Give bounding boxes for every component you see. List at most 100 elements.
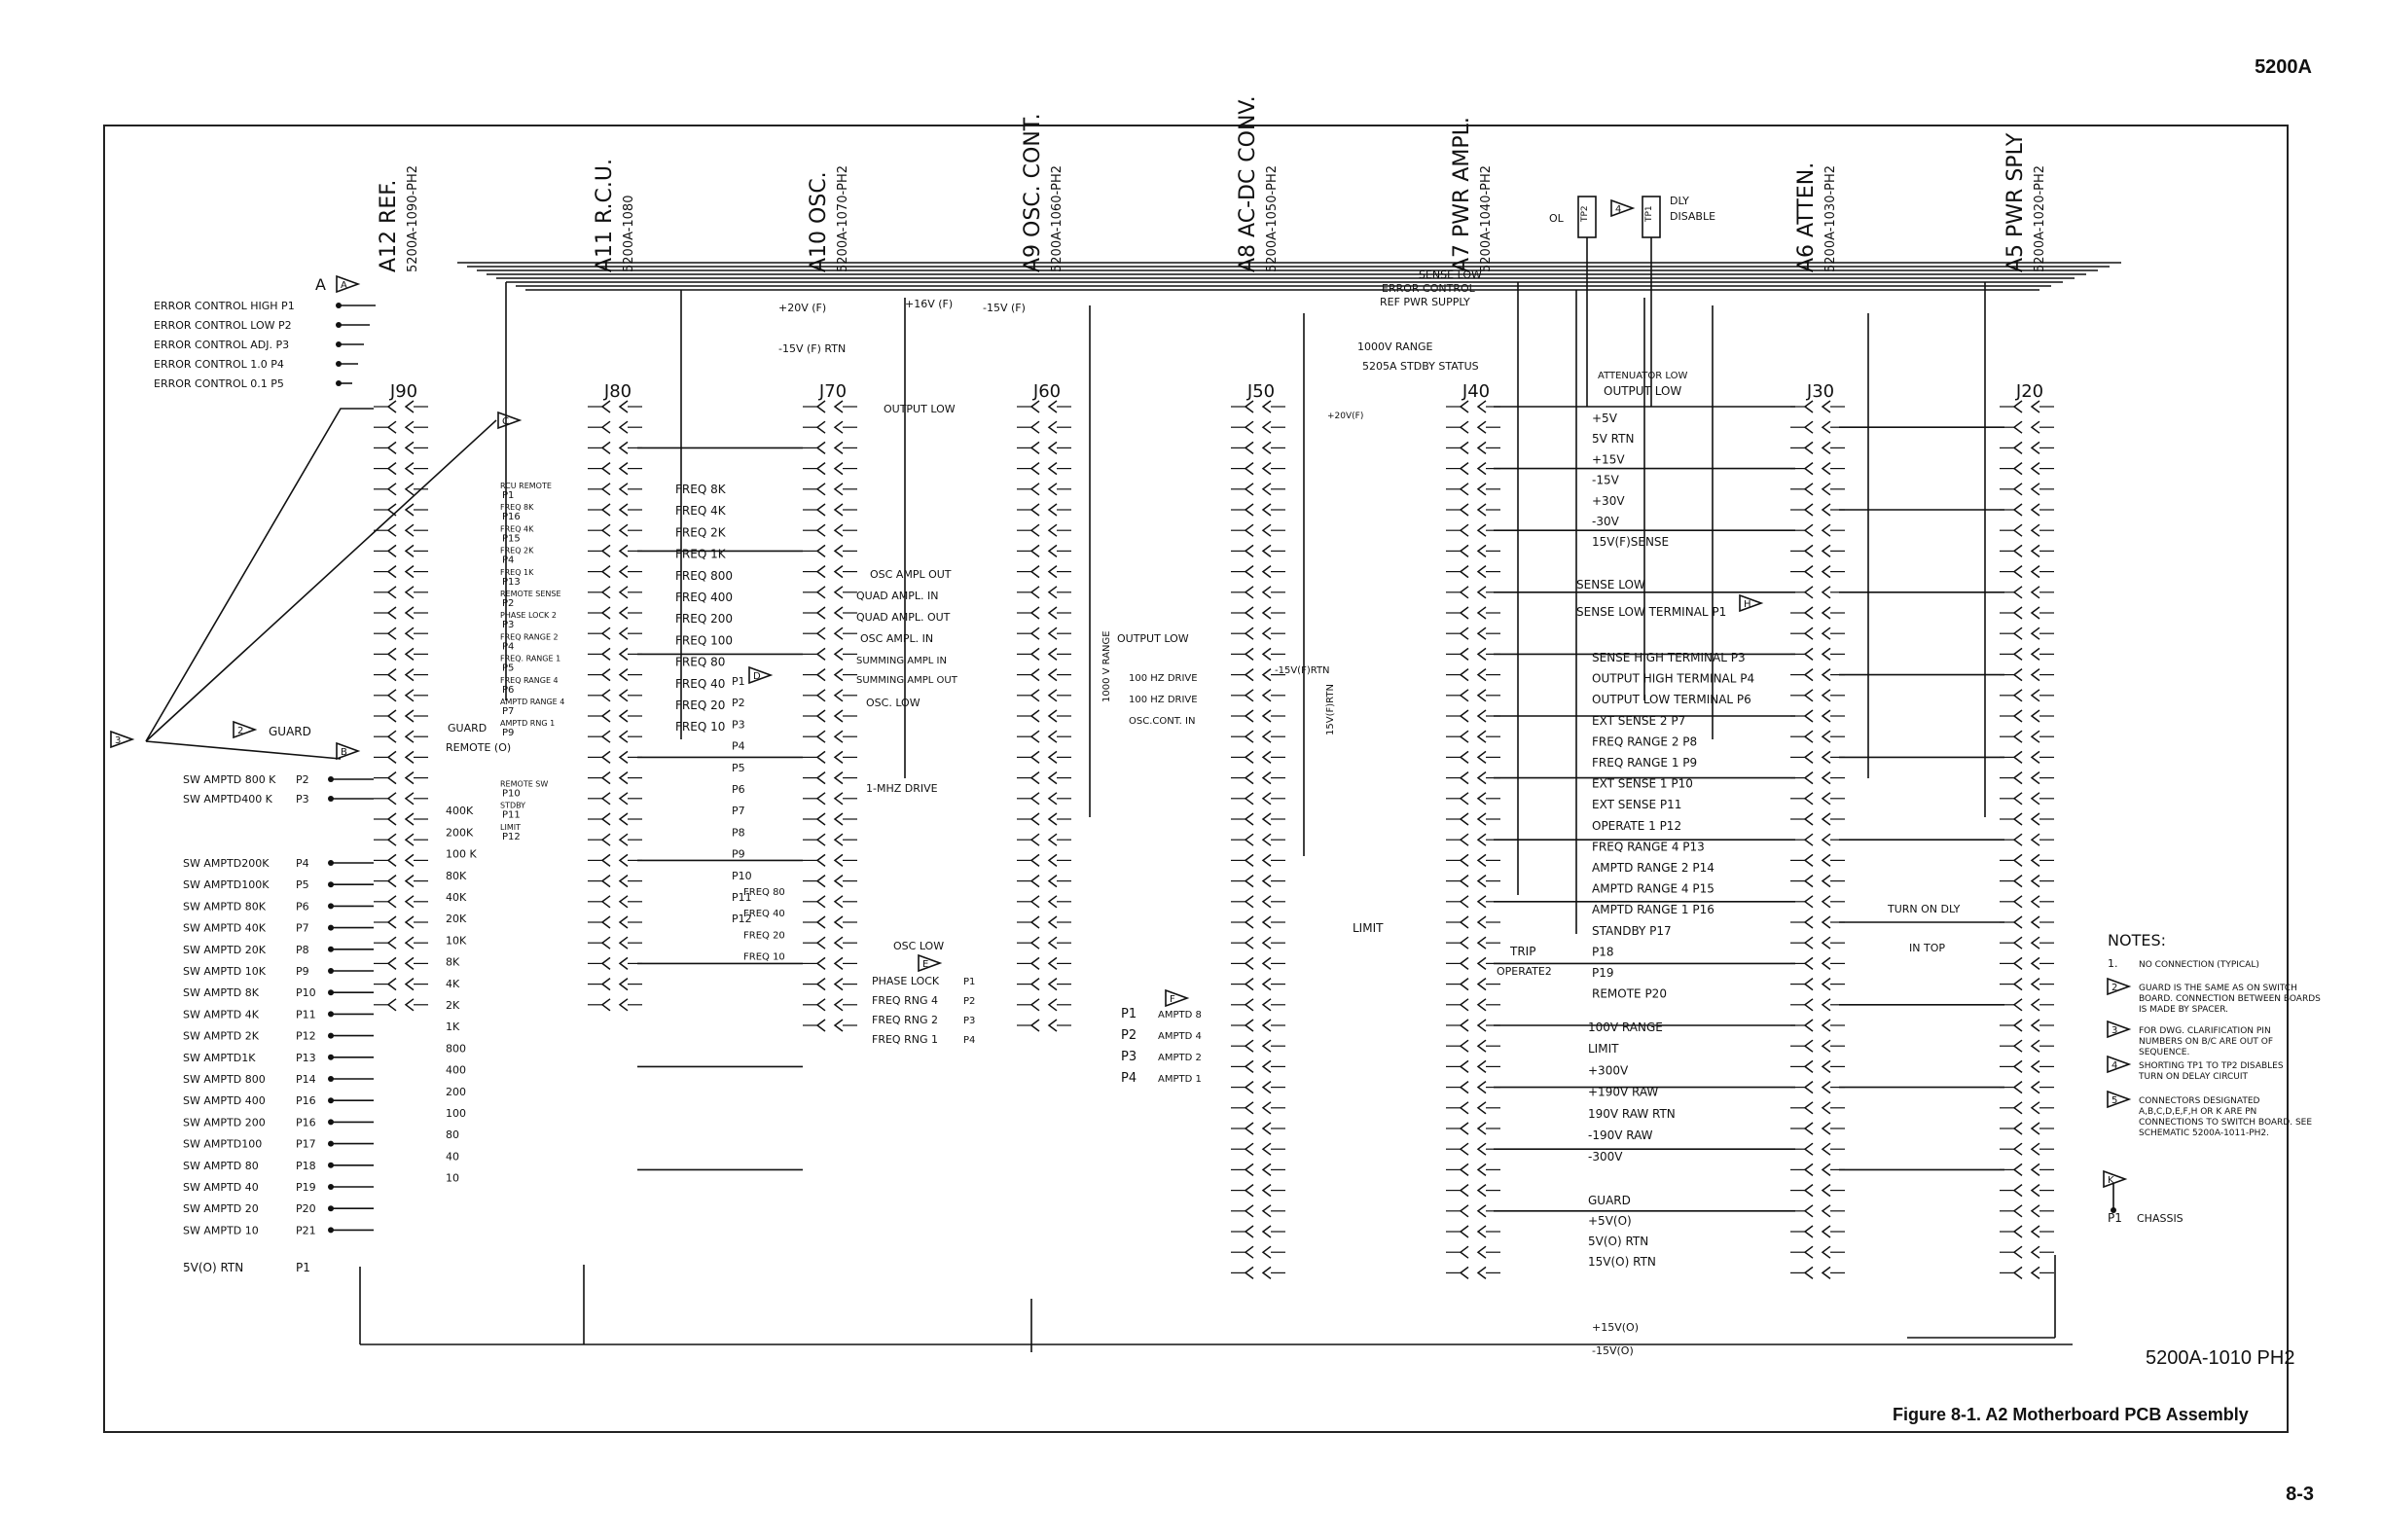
- assembly-part-number: 5200A-1020-PH2: [2033, 165, 2047, 272]
- sw-amptd-pin: P19: [296, 1181, 316, 1194]
- junction-dot: [328, 946, 334, 952]
- j30-signal-label: AMPTD RANGE 2 P14: [1592, 861, 1714, 875]
- connector-pin: [588, 606, 642, 620]
- connector-pin: [374, 998, 428, 1012]
- connector-pin: [588, 709, 642, 723]
- svg-text:3: 3: [115, 735, 121, 746]
- j30-signal-label: +190V RAW: [1588, 1086, 1658, 1099]
- assembly-part-number: 5200A-1050-PH2: [1265, 165, 1280, 272]
- connector-pin: [1446, 709, 1500, 723]
- note-text: GUARD IS THE SAME AS ON SWITCH: [2139, 984, 2297, 993]
- bus-output-low: OUTPUT LOW: [884, 403, 956, 415]
- j70-pin: P11: [732, 891, 752, 904]
- connector-pin: [1790, 689, 1845, 702]
- j80-freq-label: FREQ 1K: [675, 548, 727, 561]
- j50-pin: P1: [1121, 1007, 1137, 1021]
- j50-pin: P3: [1121, 1050, 1137, 1064]
- note-flag-2: 2: [2107, 977, 2132, 996]
- j80-freq-label: FREQ 10: [675, 720, 725, 734]
- connector-pin: [803, 977, 857, 991]
- assembly-title: A11 R.C.U.: [593, 159, 617, 272]
- page-number: 8-3: [2286, 1484, 2314, 1505]
- connector-j30: J30: [1790, 381, 1845, 1280]
- connector-pin: [588, 956, 642, 971]
- note-number: 1.: [2108, 957, 2118, 970]
- connector-pin: [588, 400, 642, 413]
- j90-right-label: 200K: [446, 826, 474, 839]
- bus-guard-j90: GUARD: [448, 722, 487, 734]
- connector-j70: J70: [803, 381, 857, 1032]
- sw-amptd-signal: SW AMPTD 8K: [183, 986, 260, 999]
- connector-pin: [1790, 544, 1845, 558]
- bus-plus20v-f: +20V(F): [1327, 412, 1363, 421]
- connector-pin: [803, 915, 857, 929]
- connector-pin: [374, 770, 428, 785]
- assembly-part-number: 5200A-1040-PH2: [1479, 165, 1494, 272]
- junction-dot: [328, 903, 334, 910]
- bus-minus15v-o: -15V(O): [1592, 1344, 1634, 1357]
- connector-pin: [803, 874, 857, 888]
- connector-pin: [1790, 792, 1845, 806]
- sw-amptd-signal: SW AMPTD200K: [183, 857, 270, 870]
- j30-signal-label: 100V RANGE: [1588, 1021, 1663, 1034]
- connector-pin: [1790, 400, 1845, 413]
- connector-pin: [803, 606, 857, 620]
- j80-freq-label: FREQ 100: [675, 633, 733, 647]
- junction-dot: [336, 361, 342, 367]
- j80-signal: RCU REMOTE: [500, 482, 552, 490]
- assembly-title: A9 OSC. CONT.: [1021, 113, 1045, 272]
- connector-pin: [1446, 853, 1500, 868]
- connector-pin: [1231, 1266, 1285, 1280]
- connector-pin: [1446, 1080, 1500, 1094]
- connector-pin: [1017, 915, 1071, 929]
- j30-signal-label: SENSE LOW: [1576, 578, 1645, 591]
- connector-pin: [1790, 1122, 1845, 1135]
- connector-pin: [1790, 936, 1845, 949]
- ol-label: OL: [1549, 212, 1565, 225]
- j80-pin: P4: [502, 555, 514, 566]
- j30-signal-label: P18: [1592, 945, 1614, 958]
- rtn-label: 5V(O) RTN: [183, 1261, 243, 1274]
- assembly-part-number: 5200A-1060-PH2: [1050, 165, 1065, 272]
- bus-1mhz-drive: 1-MHZ DRIVE: [866, 782, 938, 795]
- svg-text:J80: J80: [603, 381, 632, 402]
- connector-pin: [1790, 420, 1845, 434]
- connector-pin: [1446, 1266, 1500, 1280]
- bus-output-low-50: OUTPUT LOW: [1117, 632, 1189, 645]
- connector-pin: [1231, 936, 1285, 949]
- j90-right-label: 1K: [446, 1021, 460, 1033]
- connector-pin: [1790, 1080, 1845, 1094]
- j30-signal-label: AMPTD RANGE 4 P15: [1592, 882, 1714, 896]
- sw-amptd-pin: P16: [296, 1094, 316, 1107]
- sw-amptd-pin: P16: [296, 1116, 316, 1128]
- marker-a-flag: A: [336, 274, 361, 294]
- connector-pin: [374, 895, 428, 909]
- connector-pin: [1790, 586, 1845, 599]
- connector-pin: [803, 441, 857, 454]
- note-text: SEQUENCE.: [2139, 1048, 2189, 1057]
- marker-c-flag: C: [497, 411, 523, 430]
- connector-pin: [2000, 420, 2054, 434]
- sw-amptd-pin: P14: [296, 1073, 316, 1086]
- svg-text:D: D: [753, 671, 761, 682]
- bus-error-control: ERROR CONTROL: [1382, 282, 1476, 295]
- j90-right-label: 40K: [446, 891, 467, 904]
- connector-pin: [803, 689, 857, 702]
- connector-pin: [2000, 1204, 2054, 1218]
- assembly-title: A12 REF.: [377, 180, 401, 272]
- sw-amptd-signal: SW AMPTD 40K: [183, 922, 267, 935]
- bus-osc-low-2: OSC LOW: [893, 940, 944, 952]
- svg-text:K: K: [2108, 1175, 2114, 1186]
- connector-pin: [2000, 1163, 2054, 1177]
- connector-pin: [588, 667, 642, 682]
- assembly-title: A5 PWR SPLY: [2003, 132, 2028, 272]
- connector-pin: [2000, 1183, 2054, 1198]
- tp1-label: TP1: [1644, 205, 1654, 223]
- connector-pin: [803, 956, 857, 971]
- junction-dot: [328, 1205, 334, 1212]
- connector-pin: [2000, 874, 2054, 888]
- note-text: IS MADE BY SPACER.: [2139, 1005, 2228, 1015]
- connector-pin: [1446, 544, 1500, 558]
- error-control-signal: ERROR CONTROL ADJ. P3: [154, 339, 289, 351]
